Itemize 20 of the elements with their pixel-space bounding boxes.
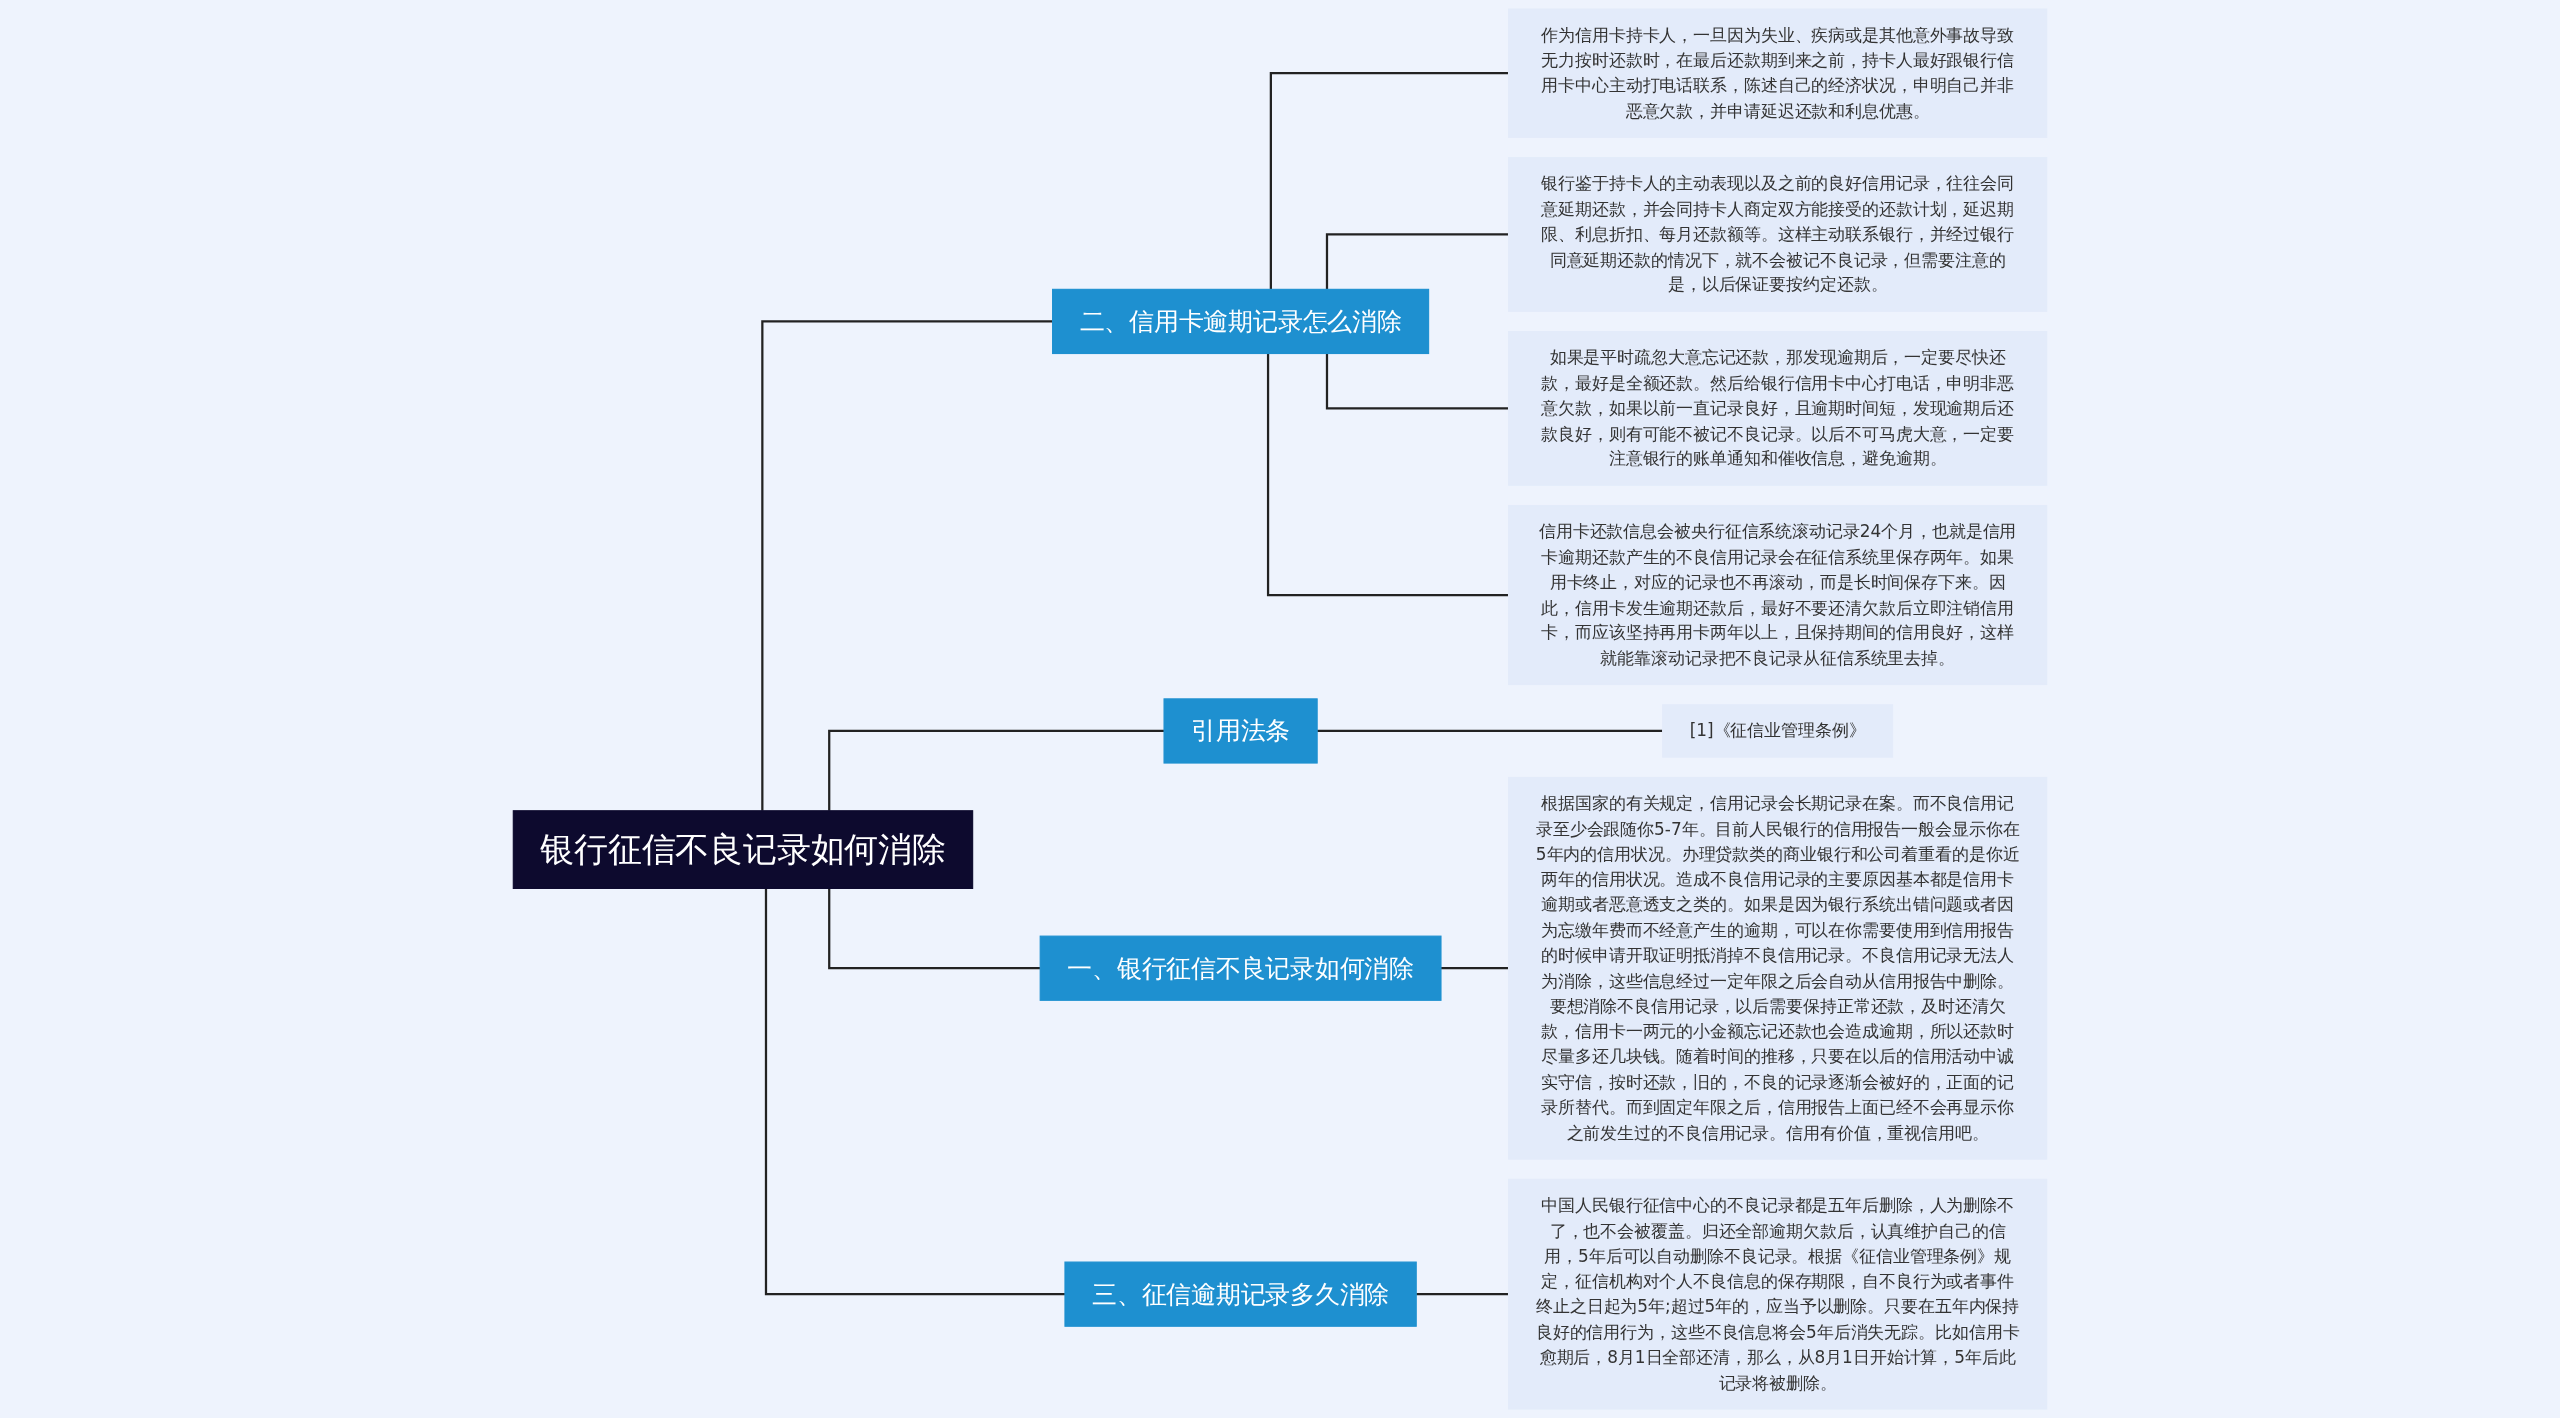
connector xyxy=(761,320,1053,811)
node-box: 作为信用卡持卡人，一旦因为失业、疾病或是其他意外事故导致无力按时还款时，在最后还款期到来之前，持卡人最好跟银行信用卡中心主动打电话联系，陈述自己的经济状况，申明自己并非恶意欠款，并申请延迟还款和利息优惠。 xyxy=(1508,8,2048,138)
node-box: 信用卡还款信息会被央行征信系统滚动记录24个月，也就是信用卡逾期还款产生的不良信用记录会在征信系统里保存两年。如果用卡终止，对应的记录也不再滚动，而是长时间保存下来。因此，信用卡发生逾期还款后，最好不要还清欠款后立即注销信用卡，而应该坚持再用卡两年以上，且保持期间的信用良好，这样就能靠滚动记录把不良记录从征信系统里去掉。 xyxy=(1508,504,2048,686)
node-box: [1]《征信业管理条例》 xyxy=(1662,704,1894,758)
node-box: 银行征信不良记录如何消除 xyxy=(512,810,974,889)
node-box: 三、征信逾期记录多久消除 xyxy=(1064,1261,1417,1327)
connector xyxy=(764,888,1065,1296)
node-box: 银行鉴于持卡人的主动表现以及之前的良好信用记录，往往会同意延期还款，并会同持卡人商定双方能接受的还款计划，延迟期限、利息折扣、每月还款额等。这样主动联系银行，并经过银行同意延期还款的情况下，就不会被记不良记录，但需要注意的是，以后保证要按约定还款。 xyxy=(1508,157,2048,312)
node-box: 如果是平时疏忽大意忘记还款，那发现逾期后，一定要尽快还款，最好是全额还款。然后给银行信用卡中心打电话，申明非恶意欠款，如果以前一直记录良好，且逾期时间短，发现逾期后还款良好，则有可能不被记不良记录。以后不可马虎大意，一定要注意银行的账单通知和催收信息，避免逾期。 xyxy=(1508,331,2048,486)
node-box: 二、信用卡逾期记录怎么消除 xyxy=(1052,288,1430,355)
node-box: 引用法条 xyxy=(1163,698,1318,764)
connector xyxy=(828,729,1165,811)
node-box: 根据国家的有关规定，信用记录会长期记录在案。而不良信用记录至少会跟随你5-7年。目前人民银行的信用报告一般会显示你在5年内的信用状况。办理贷款类的商业银行和公司着重看的是你近两年的信用状况。造成不良信用记录的主要原因基本都是信用卡逾期或者恶意透支之类的。如果是因为银行系统出错问题或者因为忘缴年费而不经意产生的逾期，可以在你需要使用到信用报告的时候申请开取证明抵消掉不良信用记录。不良信用记录无法人为消除，这些信息经过一定年限之后会自动从信用报告中删除。要想消除不良信用记录，以后需要保持正常还款，及时还清欠款，信用卡一两元的小金额忘记还款也会造成逾期，所以还款时尽量多还几块钱。随着时间的推移，只要在以后的信用活动中诚实守信，按时还款，旧的，不良的记录逐渐会被好的，正面的记录所替代。而到固定年限之后，信用报告上面已经不会再显示你之前发生过的不良信用记录。信用有价值，重视信用吧。 xyxy=(1508,776,2048,1160)
connector xyxy=(1325,353,1509,410)
connector xyxy=(1269,72,1509,290)
connector xyxy=(1266,353,1509,597)
connector xyxy=(828,888,1041,970)
node-box: 中国人民银行征信中心的不良记录都是五年后删除，人为删除不了，也不会被覆盖。归还全部逾期欠款后，认真维护自己的信用，5年后可以自动删除不良记录。根据《征信业管理条例》规定，征信机构对个人不良信息的保存期限，自不良行为或者事件终止之日起为5年;超过5年的，应当予以删除。只要在五年内保持良好的信用行为，这些不良信息将会5年后消失无踪。比如信用卡愈期后，8月1日全部还清，那么，从8月1日开始计算，5年后此记录将被删除。 xyxy=(1508,1178,2048,1410)
node-box: 一、银行征信不良记录如何消除 xyxy=(1039,935,1442,1001)
connector xyxy=(1325,233,1509,290)
